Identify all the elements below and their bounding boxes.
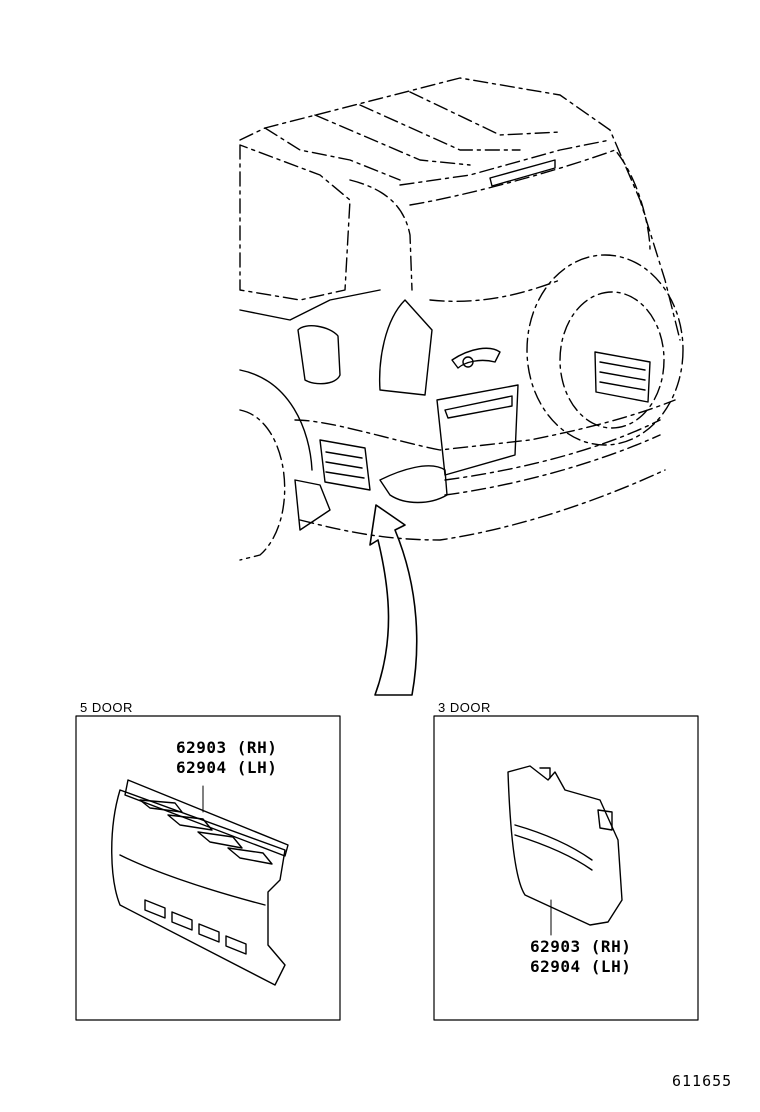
rear-wheel <box>239 409 286 561</box>
mud-slat-2 <box>325 461 363 469</box>
rib-4 <box>227 847 273 865</box>
panel-5-door <box>75 715 341 1021</box>
spare-tire-outer <box>526 254 684 446</box>
wheel-arch <box>239 369 313 471</box>
slot-4 <box>225 935 247 955</box>
slot-1 <box>144 899 166 919</box>
grille-slat-2 <box>599 371 646 381</box>
grille-slat-3 <box>599 381 646 391</box>
panel-3-door <box>433 715 699 1021</box>
figure-reference-number: 611655 <box>672 1072 733 1090</box>
mud-slat-3 <box>325 471 365 479</box>
part-number-rh-5-door: 62903 (RH) <box>176 738 278 757</box>
clip-3-door <box>597 809 613 831</box>
part-number-lh-5-door: 62904 (LH) <box>176 758 278 777</box>
license-plate <box>436 384 519 476</box>
slot-2 <box>171 911 193 931</box>
part-number-rh-3-door: 62903 (RH) <box>530 937 632 956</box>
roof-rail-2 <box>314 114 471 166</box>
vehicle-illustration <box>239 77 684 696</box>
rear-bumper-bottom <box>299 469 666 541</box>
mud-slat-1 <box>325 451 363 459</box>
side-window <box>239 144 351 301</box>
roof-outline <box>239 77 681 341</box>
tab-3-door <box>539 767 551 779</box>
flap-3-door <box>514 824 593 861</box>
bumper-corner <box>379 465 448 504</box>
handle-knob <box>462 356 474 368</box>
panel-5-door-title: 5 DOOR <box>80 700 133 715</box>
mudguard-5-door <box>111 789 286 986</box>
bumper-groove-2 <box>444 434 661 496</box>
spare-tire-inner <box>559 291 665 429</box>
body-side-line <box>239 289 381 321</box>
fuel-door <box>297 325 341 385</box>
hatch-handle <box>451 347 501 369</box>
bumper-groove <box>444 419 661 481</box>
mudguard-installed <box>319 439 371 491</box>
rib-2 <box>167 814 213 831</box>
roof-rail-4 <box>409 91 561 136</box>
roof-rail-3 <box>359 104 521 151</box>
rear-pillar <box>349 179 413 291</box>
roof-back-edge <box>399 139 611 186</box>
panel-3-door-title: 3 DOOR <box>438 700 491 715</box>
panel-3-door-frame <box>433 715 699 1021</box>
top-rail <box>124 779 289 857</box>
grille-slat-1 <box>599 361 646 371</box>
slot-3 <box>198 923 220 943</box>
rear-spoiler <box>489 159 556 187</box>
flap-3-door-2 <box>514 834 593 871</box>
wheel-inner <box>294 479 331 531</box>
rib-3 <box>197 831 243 849</box>
rear-glass <box>409 149 651 251</box>
spare-cover-grille <box>594 351 651 403</box>
edge-5-door <box>119 854 266 906</box>
license-plate-top <box>444 395 513 419</box>
roof-rail-1 <box>264 127 401 181</box>
hatch-lower-edge <box>429 279 561 302</box>
mudguard-3-door <box>507 765 623 926</box>
part-number-lh-3-door: 62904 (LH) <box>530 957 632 976</box>
rear-bumper-top <box>294 399 676 451</box>
panel-5-door-frame <box>75 715 341 1021</box>
tail-lamp <box>378 299 433 396</box>
rib-1 <box>139 799 183 813</box>
pointer-arrow <box>369 504 418 696</box>
